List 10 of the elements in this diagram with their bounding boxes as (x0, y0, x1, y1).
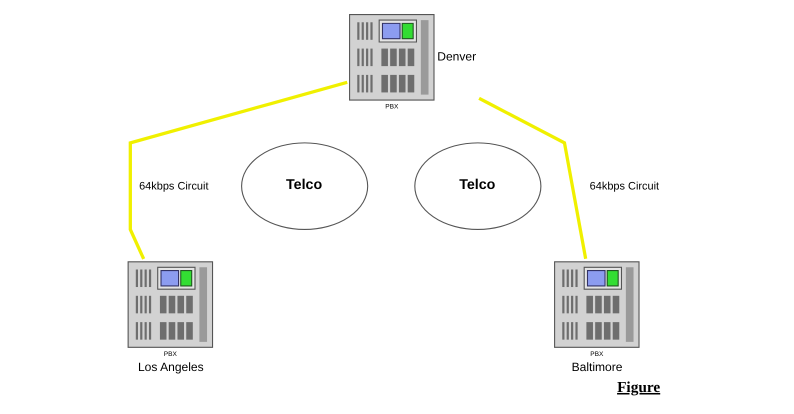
node-label: Los Angeles (138, 360, 204, 374)
caption: Figure (617, 378, 660, 396)
connector (478, 96, 588, 260)
edge-label: 64kbps Circuit (590, 180, 660, 192)
node-ellipse: Telco (414, 142, 542, 230)
edge-label: 64kbps Circuit (139, 180, 208, 192)
node-ellipse: Telco (241, 142, 368, 230)
connector (128, 80, 348, 260)
node-label: Baltimore (572, 360, 622, 374)
node-label: Denver (437, 49, 476, 64)
